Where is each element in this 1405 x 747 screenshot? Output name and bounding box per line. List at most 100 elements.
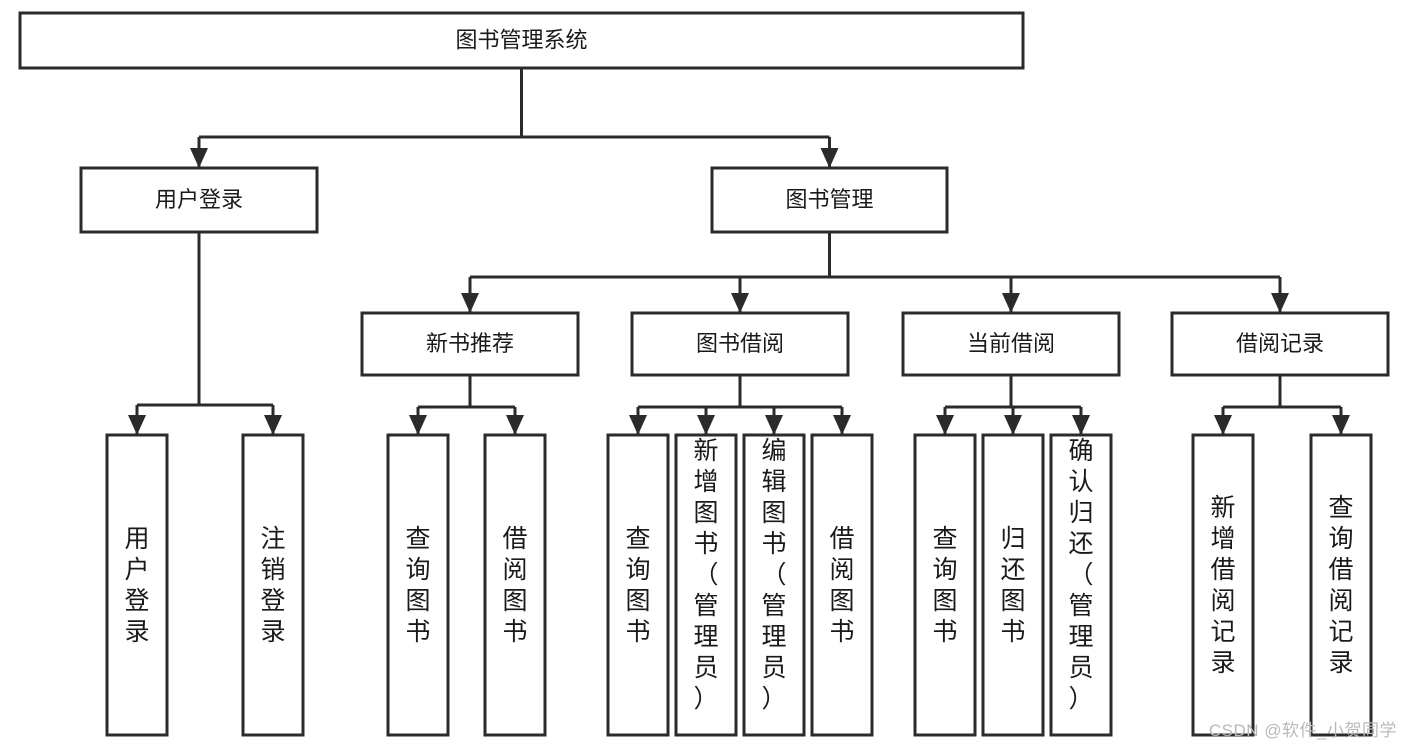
node-label-char: 记	[1328, 618, 1353, 646]
node-leaf-borrow-book-recommend[interactable]: 借阅图书借阅图书	[483, 433, 547, 737]
node-label-char: 图	[829, 587, 854, 615]
node-label-char: （	[693, 561, 718, 589]
node-label-char: 管	[693, 592, 718, 620]
node-leaf-query-book-recommend[interactable]: 查询图书查询图书	[386, 433, 450, 737]
edges-layer	[128, 68, 1350, 435]
node-box	[105, 433, 169, 737]
node-leaf-query-book-borrow[interactable]: 查询图书查询图书	[606, 433, 670, 737]
arrow-head-icon	[190, 148, 208, 168]
connector-root-to-level2	[197, 68, 831, 167]
node-label: 图书管理	[785, 187, 873, 212]
connector-recommend-to-leaves	[416, 375, 517, 434]
node-box	[1309, 433, 1373, 737]
node-label-char: 书	[829, 618, 854, 646]
node-label-char: 阅	[1210, 587, 1235, 615]
node-current-borrow[interactable]: 当前借阅	[901, 311, 1121, 377]
node-label-char: 书	[932, 618, 957, 646]
arrow-head-icon	[1002, 293, 1020, 313]
node-label-char: 理	[1068, 623, 1093, 651]
node-leaf-query-borrow-record[interactable]: 查询借阅记录查询借阅记录	[1309, 433, 1373, 737]
node-label-char: 登	[260, 587, 285, 615]
node-label-char: 书	[502, 618, 527, 646]
node-box	[913, 433, 977, 737]
node-label-char: 图	[761, 499, 786, 527]
node-label: 当前借阅	[967, 331, 1055, 356]
node-label: 新书推荐	[426, 331, 514, 356]
arrow-head-icon	[629, 415, 647, 435]
node-label-char: 辑	[761, 468, 786, 496]
node-label-char: 录	[1328, 649, 1353, 677]
node-borrow-record[interactable]: 借阅记录	[1170, 311, 1390, 377]
node-label-char: 书	[625, 618, 650, 646]
node-box	[79, 166, 319, 234]
node-label-char: 注	[260, 525, 285, 553]
node-box	[810, 433, 874, 737]
arrow-head-icon	[461, 293, 479, 313]
connector-borrow-to-leaves	[636, 375, 844, 434]
watermark-text: CSDN @软件_小贺同学	[1208, 721, 1397, 740]
node-leaf-query-book-current[interactable]: 查询图书查询图书	[913, 433, 977, 737]
node-label-char: 管	[1068, 592, 1093, 620]
arrow-head-icon	[936, 415, 954, 435]
arrow-head-icon	[765, 415, 783, 435]
node-label-char: 查	[405, 525, 430, 553]
node-label-char: 借	[1328, 556, 1353, 584]
node-label-char: 新	[693, 437, 718, 465]
node-label-char: 图	[502, 587, 527, 615]
arrow-head-icon	[506, 415, 524, 435]
node-box	[981, 433, 1045, 737]
node-label: 图书管理系统	[455, 27, 587, 52]
node-box	[18, 11, 1025, 70]
arrow-head-icon	[1271, 293, 1289, 313]
node-label-char: 员	[1068, 654, 1093, 682]
node-label-char: 记	[1210, 618, 1235, 646]
node-new-book-recommend[interactable]: 新书推荐	[360, 311, 580, 377]
arrow-head-icon	[409, 415, 427, 435]
node-label-char: 阅	[1328, 587, 1353, 615]
node-label-char: 图	[405, 587, 430, 615]
node-label-char: 借	[502, 525, 527, 553]
node-label: 借阅记录	[1236, 331, 1324, 356]
node-user-login[interactable]: 用户登录	[79, 166, 319, 234]
node-label-char: 询	[625, 556, 650, 584]
node-label-char: ）	[761, 685, 786, 713]
node-leaf-logout[interactable]: 注销登录注销登录	[241, 433, 305, 737]
node-label-char: 录	[124, 618, 149, 646]
arrow-head-icon	[820, 148, 839, 168]
node-label-char: 书	[405, 618, 430, 646]
node-label-char: 增	[1210, 525, 1235, 553]
node-box	[901, 311, 1121, 377]
node-box	[241, 433, 305, 737]
node-root[interactable]: 图书管理系统	[18, 11, 1025, 70]
node-box	[630, 311, 850, 377]
node-label-char: 询	[1328, 525, 1353, 553]
node-label-char: 阅	[829, 556, 854, 584]
node-label-char: 询	[405, 556, 430, 584]
node-leaf-return-book[interactable]: 归还图书归还图书	[981, 433, 1045, 737]
node-leaf-add-borrow-record[interactable]: 新增借阅记录新增借阅记录	[1191, 433, 1255, 737]
node-label-char: （	[761, 561, 786, 589]
node-label-char: 员	[693, 654, 718, 682]
connector-userlogin-to-leaves	[135, 232, 275, 434]
nodes-layer: 图书管理系统用户登录图书管理新书推荐图书借阅当前借阅借阅记录用户登录用户登录注销…	[18, 11, 1390, 737]
arrow-head-icon	[1004, 415, 1022, 435]
node-box	[742, 433, 806, 737]
arrow-head-icon	[264, 415, 282, 435]
node-book-borrow[interactable]: 图书借阅	[630, 311, 850, 377]
node-leaf-borrow-book[interactable]: 借阅图书借阅图书	[810, 433, 874, 737]
node-label-char: 确	[1068, 437, 1093, 465]
node-book-management[interactable]: 图书管理	[710, 166, 949, 234]
node-label-char: 查	[1328, 494, 1353, 522]
node-box	[1049, 433, 1113, 737]
arrow-head-icon	[1332, 415, 1350, 435]
arrow-head-icon	[731, 293, 749, 313]
node-label-char: 新	[1210, 494, 1235, 522]
node-label-char: ）	[693, 685, 718, 713]
node-leaf-user-login[interactable]: 用户登录用户登录	[105, 433, 169, 737]
node-box	[1170, 311, 1390, 377]
